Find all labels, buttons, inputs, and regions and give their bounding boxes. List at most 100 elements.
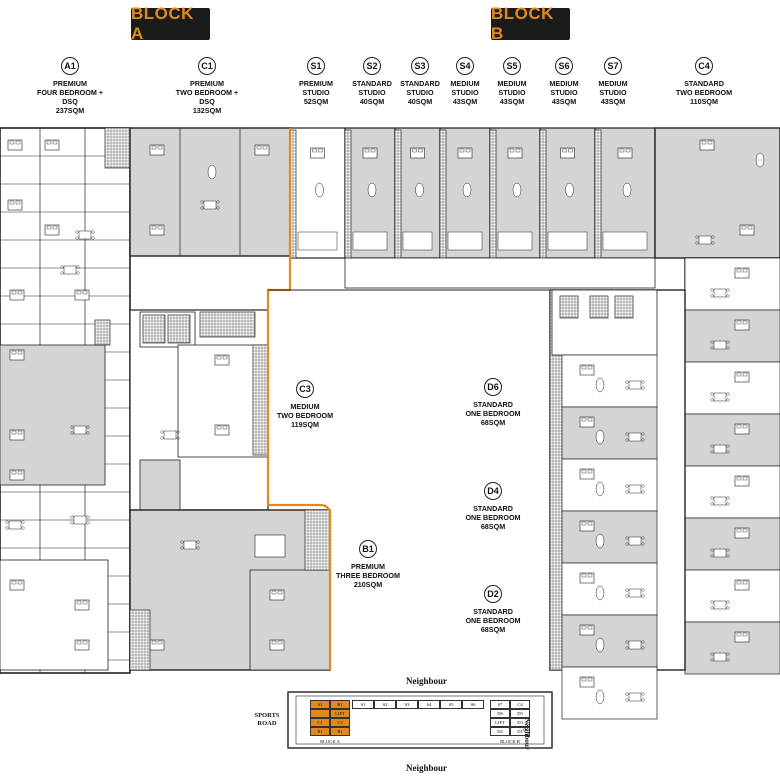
rug-icon — [595, 481, 605, 497]
unit-tier: STANDARD — [352, 79, 392, 88]
key-cell-top: S2 — [374, 700, 396, 709]
chair-icon — [200, 200, 204, 204]
rug-icon — [595, 533, 605, 549]
key-cell-b: S7 — [490, 700, 510, 709]
east-unit — [684, 361, 780, 415]
chair-icon — [726, 346, 730, 350]
dining-table-icon — [203, 200, 217, 210]
chair-icon — [75, 236, 79, 240]
bed-icon — [579, 624, 595, 636]
bed-icon — [9, 349, 25, 361]
bed-icon — [214, 424, 230, 436]
pillow-icon — [157, 225, 163, 230]
pillow-icon — [736, 632, 742, 637]
unit-type: STUDIO — [599, 88, 627, 97]
chair-icon — [625, 490, 629, 494]
pillow-icon — [222, 425, 228, 430]
bed-icon — [44, 224, 60, 236]
chair-icon — [641, 438, 645, 442]
bathroom — [297, 231, 338, 251]
pillow-icon — [76, 640, 82, 645]
pillow-icon — [151, 145, 157, 150]
east-unit — [684, 413, 780, 467]
unit-size-c3: 119sqm — [291, 420, 319, 429]
unit-code: S1 — [307, 57, 325, 75]
bed-icon — [507, 147, 523, 159]
chair-icon — [641, 380, 645, 384]
key-cell-top: S5 — [440, 700, 462, 709]
pillow-icon — [151, 225, 157, 230]
chair-icon — [76, 265, 80, 269]
table-icon — [713, 288, 727, 298]
table-icon — [713, 496, 727, 506]
key-cell-top: S4 — [418, 700, 440, 709]
unit-type: FOUR BEDROOM + DSQ — [36, 88, 104, 106]
neighbour-label-top: Neighbour — [406, 676, 448, 686]
pillow-icon — [11, 350, 17, 355]
bed-icon — [269, 589, 285, 601]
pillow-icon — [11, 580, 17, 585]
pillow-icon — [742, 372, 748, 377]
pillow-icon — [17, 580, 23, 585]
chair-icon — [625, 536, 629, 540]
bed-icon — [734, 579, 750, 591]
bed-icon — [617, 147, 633, 159]
bed-icon — [9, 469, 25, 481]
dining-table-icon — [73, 515, 87, 525]
bed-icon — [579, 468, 595, 480]
pillow-icon — [625, 148, 631, 153]
east-unit — [684, 569, 780, 623]
pillow-icon — [581, 417, 587, 422]
d-unit — [561, 510, 658, 564]
unit-size: 132sqm — [192, 106, 222, 115]
pillow-icon — [736, 476, 742, 481]
pillow-icon — [587, 469, 593, 474]
bed-icon — [560, 147, 575, 159]
chair-icon — [641, 542, 645, 546]
rug-icon — [367, 182, 377, 198]
pillow-icon — [587, 573, 593, 578]
chair-icon — [711, 241, 715, 245]
unit-heading-s7: S7MEDIUMSTUDIO43sqm — [578, 57, 648, 106]
chair-icon — [726, 444, 730, 448]
unit-size: 52sqm — [303, 97, 329, 106]
unit-b1-bed — [249, 569, 331, 671]
unit-size-d4: 68sqm — [480, 522, 506, 531]
unit-label-b1: B1 PREMIUM THREE BEDROOM 210sqm — [328, 540, 408, 589]
pillow-icon — [742, 424, 748, 429]
dining-table-icon — [63, 265, 77, 275]
table-icon — [713, 652, 727, 662]
chair-icon — [180, 540, 184, 544]
chair-icon — [5, 520, 9, 524]
chair-icon — [641, 588, 645, 592]
unit-type: STUDIO — [358, 88, 386, 97]
east-unit — [684, 517, 780, 571]
table-icon — [628, 692, 642, 702]
d-unit — [561, 354, 658, 408]
pillow-icon — [742, 476, 748, 481]
unit-type: STUDIO — [498, 88, 526, 97]
chair-icon — [176, 436, 180, 440]
pillow-icon — [418, 148, 423, 153]
unit-label-d2: D2 STANDARD ONE BEDROOM 68sqm — [453, 585, 533, 634]
courtyard-outline — [268, 289, 551, 670]
bathroom — [602, 231, 648, 251]
pillow-icon — [17, 430, 23, 435]
block-a-title: BLOCK A — [131, 4, 210, 43]
pillow-icon — [15, 200, 21, 205]
unit-label-c3: C3 MEDIUM TWO BEDROOM 119sqm — [265, 380, 345, 429]
unit-a-grey — [0, 344, 106, 486]
chair-icon — [726, 496, 730, 500]
unit-type-d6: ONE BEDROOM — [465, 409, 521, 418]
pillow-icon — [370, 148, 376, 153]
pillow-icon — [562, 148, 567, 153]
chair-icon — [625, 594, 629, 598]
pillow-icon — [736, 424, 742, 429]
unit-tier: STANDARD — [400, 79, 440, 88]
pillow-icon — [277, 590, 283, 595]
bathroom — [402, 231, 433, 251]
dining-table-icon — [78, 230, 92, 240]
unit-size: 40sqm — [407, 97, 433, 106]
